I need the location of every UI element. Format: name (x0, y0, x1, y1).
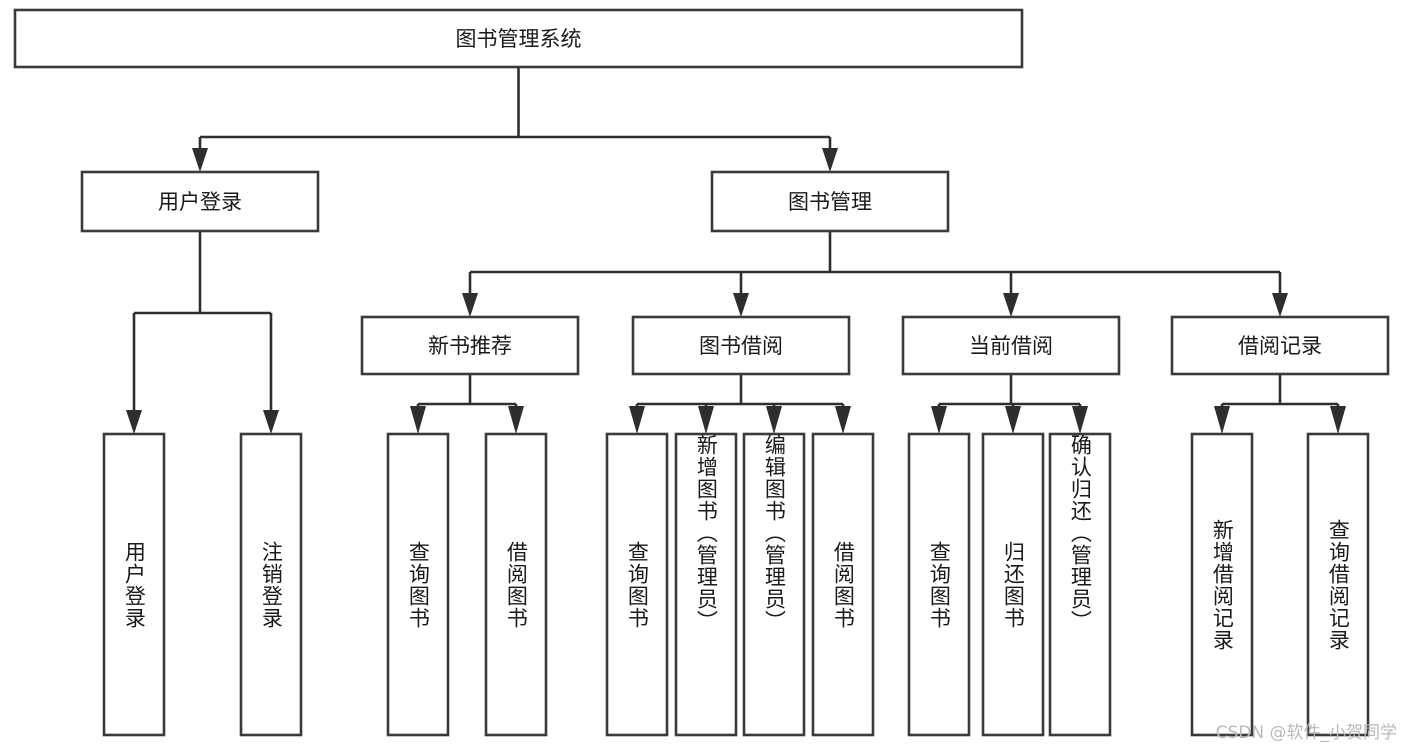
connector-group-newbookrec (410, 374, 524, 434)
leaf-box-cb-return-book[interactable] (981, 432, 1045, 737)
leaf-box-bb-query-book[interactable] (605, 432, 669, 737)
arrow-head-bb-borrow-book (835, 406, 851, 434)
node-borrow-record[interactable]: 借阅记录 (1170, 315, 1390, 376)
arrow-head-user-logout (263, 410, 279, 434)
leaf-box-br-query-record[interactable] (1306, 432, 1370, 737)
connector-group-root (192, 67, 838, 172)
arrow-head-bb-query-book (629, 406, 645, 434)
leaf-box-bb-add-book[interactable] (674, 432, 738, 737)
node-book-borrow-label: 图书借阅 (699, 334, 783, 358)
arrow-head-br-add-record (1214, 406, 1230, 434)
leaf-box-user-login-do[interactable] (102, 432, 166, 737)
node-book-borrow-box[interactable] (631, 315, 851, 376)
arrow-head-bookmanage (822, 148, 838, 172)
leaf-boxes (102, 432, 1370, 737)
node-current-borrow[interactable]: 当前借阅 (901, 315, 1121, 376)
arrow-head-cb-confirm-return (1072, 406, 1088, 434)
arrow-head-cb-query-book (931, 406, 947, 434)
node-current-borrow-label: 当前借阅 (969, 334, 1053, 358)
arrow-head-br-query-record (1330, 406, 1346, 434)
arrow-head-book-borrow (733, 293, 749, 317)
node-new-book-rec-label: 新书推荐 (428, 334, 512, 358)
connector-group-bookmanage (462, 231, 1288, 317)
node-root-box[interactable] (13, 8, 1024, 69)
node-new-book-rec[interactable]: 新书推荐 (360, 315, 580, 376)
leaf-box-bb-borrow-book[interactable] (811, 432, 875, 737)
leaf-box-nbr-query-book[interactable] (386, 432, 450, 737)
arrow-head-cb-return-book (1005, 406, 1021, 434)
leaf-box-bb-edit-book[interactable] (742, 432, 806, 737)
leaf-box-cb-confirm-return[interactable] (1048, 432, 1112, 737)
arrow-head-nbr-query-book (410, 406, 426, 434)
leaf-box-user-logout[interactable] (239, 432, 303, 737)
node-book-manage[interactable]: 图书管理 (710, 170, 950, 233)
node-borrow-record-box[interactable] (1170, 315, 1390, 376)
arrow-head-current-borrow (1003, 293, 1019, 317)
node-book-manage-label: 图书管理 (788, 190, 872, 214)
node-book-borrow[interactable]: 图书借阅 (631, 315, 851, 376)
node-current-borrow-box[interactable] (901, 315, 1121, 376)
connector-group-userlogin (126, 231, 279, 434)
node-book-manage-box[interactable] (710, 170, 950, 233)
leaf-box-br-add-record[interactable] (1190, 432, 1254, 737)
node-root-label: 图书管理系统 (456, 27, 582, 51)
node-new-book-rec-box[interactable] (360, 315, 580, 376)
leaf-box-cb-query-book[interactable] (907, 432, 971, 737)
arrow-head-nbr-borrow-book (508, 406, 524, 434)
leaf-box-nbr-borrow-book[interactable] (484, 432, 548, 737)
connector-group-borrowrecord (1214, 374, 1346, 434)
node-user-login-label: 用户登录 (158, 190, 242, 214)
arrow-head-userlogin (192, 148, 208, 172)
connector-group-currentborrow (931, 374, 1088, 434)
node-borrow-record-label: 借阅记录 (1238, 334, 1322, 358)
arrow-head-borrow-record (1272, 293, 1288, 317)
watermark-text: CSDN @软件_小贺同学 (1215, 723, 1397, 743)
connector-group-bookborrow (629, 374, 851, 434)
arrow-head-bb-add-book (698, 406, 714, 434)
node-user-login[interactable]: 用户登录 (80, 170, 320, 233)
arrow-head-user-login-do (126, 410, 142, 434)
arrow-head-bb-edit-book (766, 406, 782, 434)
node-root[interactable]: 图书管理系统 (13, 8, 1024, 69)
node-user-login-box[interactable] (80, 170, 320, 233)
arrow-head-new-book-rec (462, 293, 478, 317)
